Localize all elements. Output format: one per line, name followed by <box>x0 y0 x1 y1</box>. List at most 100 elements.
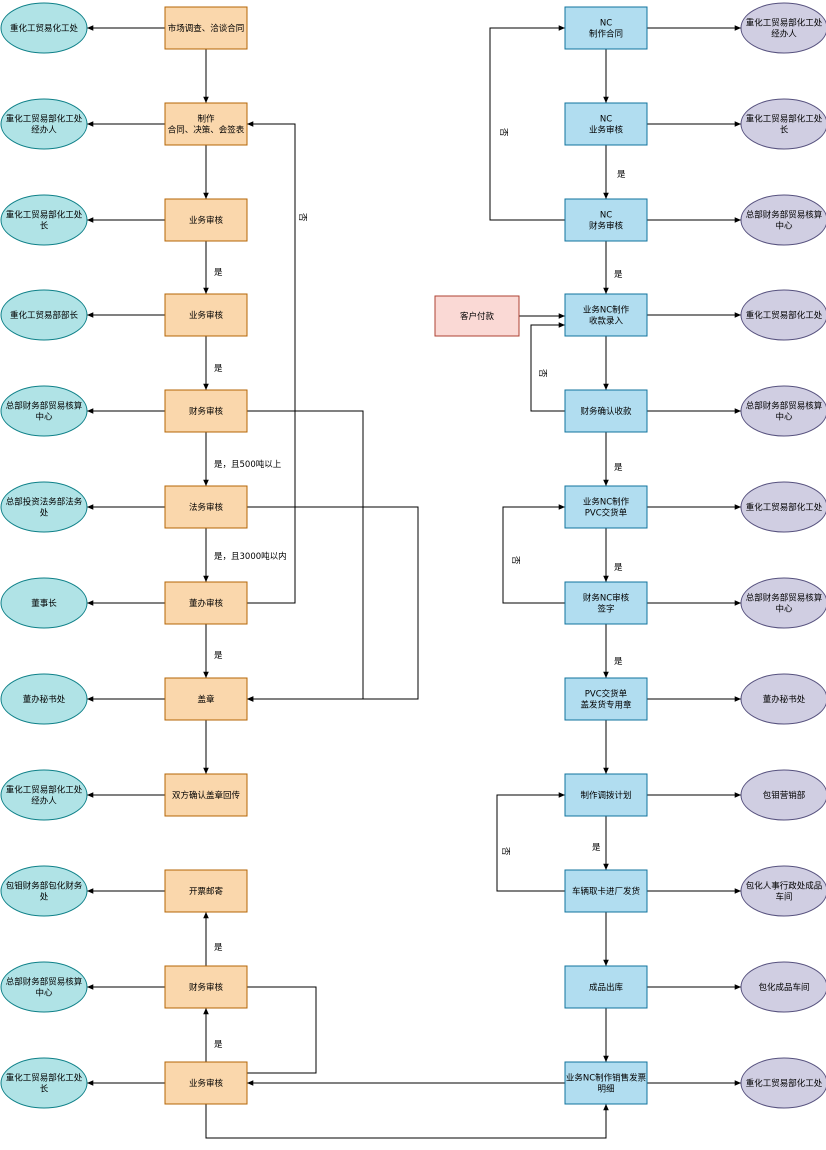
right-step-11-text: 成品出库 <box>589 982 624 993</box>
right-role-2-ellipse <box>740 98 826 150</box>
right-step-5: 财务确认收款 <box>564 389 648 433</box>
left-role-2-text: 重化工贸易部化工处 <box>6 114 83 125</box>
right-role-6-text: 重化工贸易部化工处 <box>746 502 823 513</box>
left-step-9-text: 双方确认盖章回传 <box>172 790 241 801</box>
customer-payment-node-text: 客户付款 <box>460 311 495 322</box>
right-role-3-text: 总部财务部贸易核算 <box>746 210 823 221</box>
right-step-11-box <box>564 965 648 1009</box>
left-step-11-box <box>164 965 248 1009</box>
right-step-7-text: 签字 <box>597 604 614 615</box>
right-step-1-box <box>564 6 648 50</box>
left-step-1: 市场调查、洽谈合同 <box>164 6 248 50</box>
right-step-5-text: 财务确认收款 <box>580 406 632 417</box>
right-step-2-box <box>564 102 648 146</box>
right-step-4-text: 业务NC制作 <box>583 305 630 316</box>
left-step-3-box <box>164 198 248 242</box>
left-role-2-ellipse <box>0 98 88 150</box>
right-role-9-text: 包钼营销部 <box>763 790 806 801</box>
left-role-9-ellipse <box>0 769 88 821</box>
left-step-6-text: 法务审核 <box>189 502 224 513</box>
right-role-1-ellipse <box>740 2 826 54</box>
left-step-7-text: 董办审核 <box>189 598 224 609</box>
right-role-10-ellipse <box>740 865 826 917</box>
right-role-7-ellipse <box>740 577 826 629</box>
right-step-4-box <box>564 293 648 337</box>
right-role-5-text: 中心 <box>775 412 793 423</box>
label-l11-l10: 是 <box>214 943 223 953</box>
left-role-1-text: 重化工贸易化工处 <box>10 23 79 34</box>
right-step-3-text: 财务审核 <box>589 221 624 232</box>
left-role-10-text: 处 <box>40 892 49 903</box>
left-step-2-box <box>164 102 248 146</box>
left-step-12: 业务审核 <box>164 1061 248 1105</box>
right-role-4-text: 重化工贸易部化工处 <box>746 310 823 321</box>
left-step-12-box <box>164 1061 248 1105</box>
customer-payment-node-box <box>434 295 520 337</box>
right-step-11: 成品出库 <box>564 965 648 1009</box>
right-role-5-ellipse <box>740 385 826 437</box>
left-role-5-ellipse <box>0 385 88 437</box>
right-role-2-text: 重化工贸易部化工处 <box>746 114 823 125</box>
right-step-9-text: 制作调拨计划 <box>580 790 631 801</box>
left-role-3-text: 重化工贸易部化工处 <box>6 210 83 221</box>
left-step-4-box <box>164 293 248 337</box>
right-step-6-box <box>564 485 648 529</box>
left-role-5-text: 中心 <box>35 412 53 423</box>
right-step-5-box <box>564 389 648 433</box>
label-l6-l7: 是，且3000吨以内 <box>214 551 287 562</box>
right-step-10: 车辆取卡进厂发货 <box>564 869 648 913</box>
label-l12-l11: 是 <box>214 1040 223 1050</box>
left-step-1-box <box>164 6 248 50</box>
left-role-2-text: 经办人 <box>31 125 57 136</box>
customer-payment-node: 客户付款 <box>434 295 520 337</box>
right-role-5-text: 总部财务部贸易核算 <box>746 401 823 412</box>
right-role-6-ellipse <box>740 481 826 533</box>
left-role-4: 重化工贸易部部长 <box>0 289 88 341</box>
left-step-1-text: 市场调查、洽谈合同 <box>168 23 245 34</box>
left-step-3-text: 业务审核 <box>189 215 224 226</box>
left-step-8-text: 盖章 <box>197 694 215 705</box>
left-role-1: 重化工贸易化工处 <box>0 2 88 54</box>
edge-labels: 是是是，且500吨以上是，且3000吨以内是否是是否是是否是否是是否是 <box>214 128 626 1050</box>
right-role-8-text: 董办秘书处 <box>763 694 806 705</box>
left-role-12-ellipse <box>0 1057 88 1109</box>
left-step-12-text: 业务审核 <box>189 1078 224 1089</box>
left-step-3: 业务审核 <box>164 198 248 242</box>
left-step-2-text: 制作 <box>197 114 215 125</box>
right-role-12-ellipse <box>740 1057 826 1109</box>
left-step-9-box <box>164 773 248 817</box>
left-role-7: 董事长 <box>0 577 88 629</box>
right-step-3-box <box>564 198 648 242</box>
right-role-4-ellipse <box>740 289 826 341</box>
right-step-9-box <box>564 773 648 817</box>
right-step-3-text: NC <box>600 211 612 221</box>
left-step-10: 开票邮寄 <box>164 869 248 913</box>
label-r9-r10: 是 <box>592 843 601 853</box>
right-step-12-box <box>564 1061 648 1105</box>
left-role-7-ellipse <box>0 577 88 629</box>
left-step-7-box <box>164 581 248 625</box>
left-role-8-ellipse <box>0 673 88 725</box>
connector-l12-l11-side <box>247 986 317 1074</box>
label-l3-l4: 是 <box>214 268 223 278</box>
left-step-5: 财务审核 <box>164 389 248 433</box>
left-step-6: 法务审核 <box>164 485 248 529</box>
left-role-12-text: 长 <box>40 1084 49 1095</box>
label-r3-r4: 是 <box>614 270 623 280</box>
right-step-7-text: 财务NC审核 <box>583 593 630 604</box>
left-role-7-text: 董事长 <box>31 598 57 609</box>
right-role-6: 重化工贸易部化工处 <box>740 481 826 533</box>
right-step-10-text: 车辆取卡进厂发货 <box>572 886 641 897</box>
right-role-10-text: 车间 <box>775 892 792 903</box>
left-role-3-text: 长 <box>40 221 49 232</box>
left-role-3-ellipse <box>0 194 88 246</box>
